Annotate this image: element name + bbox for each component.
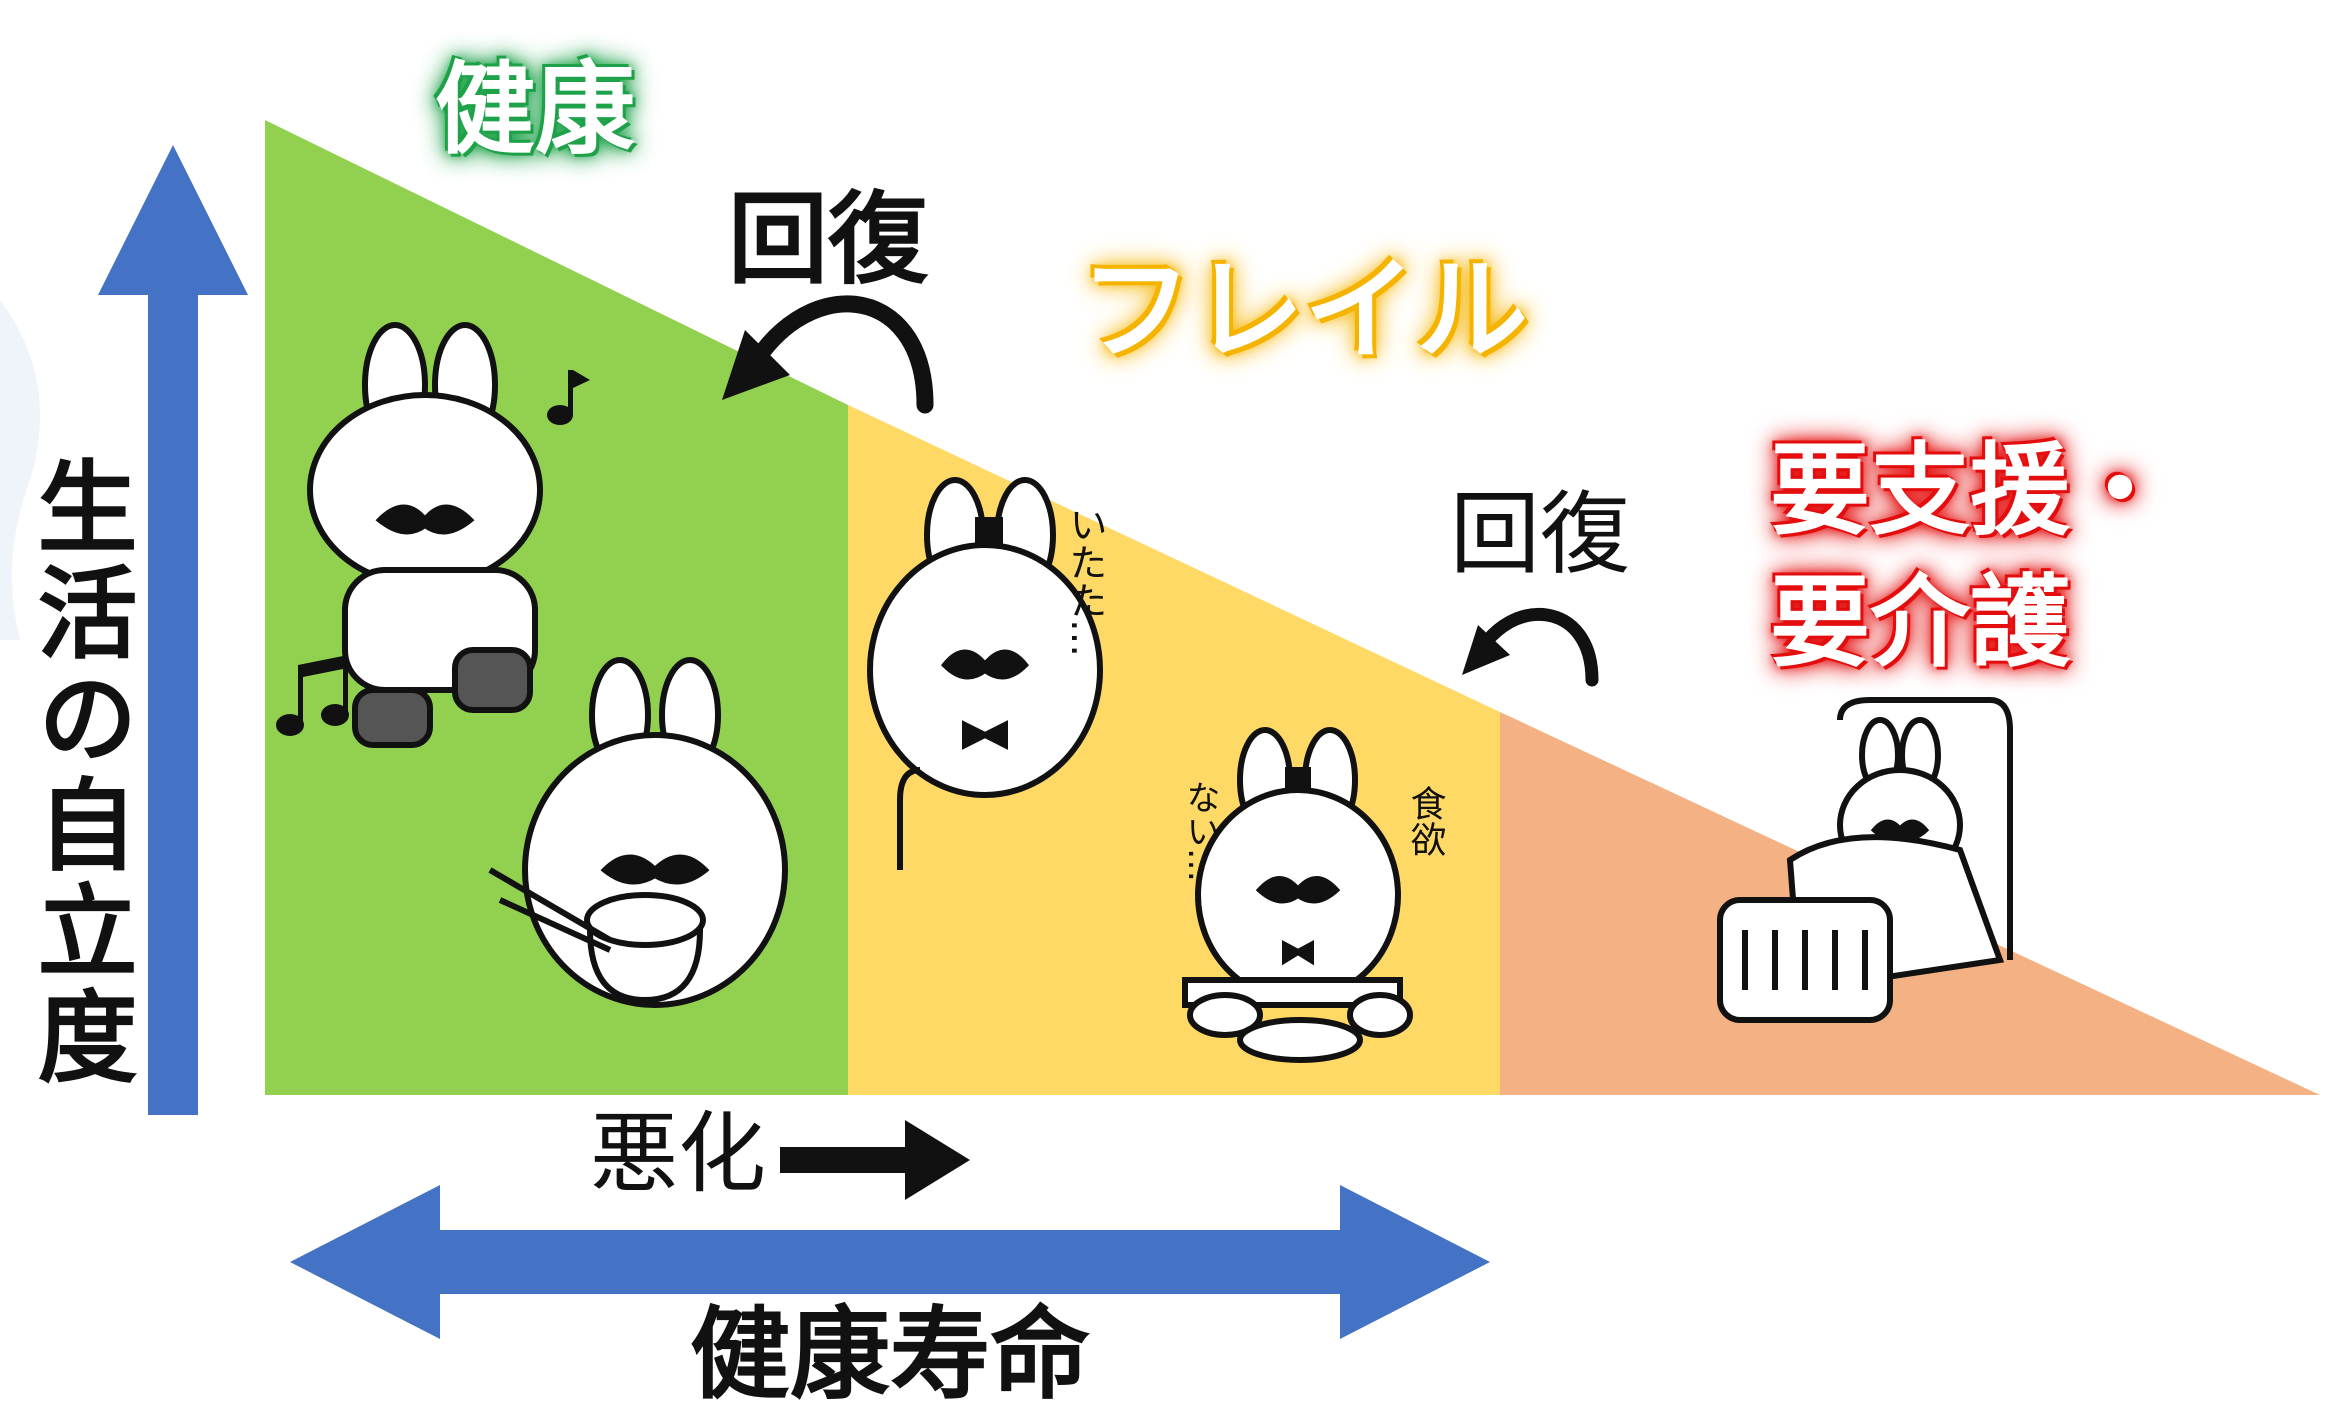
stage-label-health: 健康	[435, 51, 635, 168]
cane-rabbit-illustration	[867, 477, 1103, 870]
lifespan-double-arrow	[290, 1185, 1490, 1339]
background-swirl	[0, 300, 40, 640]
appetite-right-text: 食欲	[1405, 785, 1447, 857]
dancing-rabbit-illustration	[307, 322, 543, 748]
worsening-label: 悪化	[590, 1102, 767, 1205]
table-rabbit-illustration	[1182, 727, 1413, 1063]
eating-rabbit-illustration	[488, 657, 788, 1008]
stage-label-frailty: フレイル	[1080, 246, 1528, 376]
y-axis-arrow	[98, 145, 248, 1115]
recovery-arrow-small	[1471, 607, 1599, 687]
pain-text: いたた…	[1063, 505, 1107, 657]
music-note-icon	[276, 370, 590, 736]
y-axis-label: 生活の自立度	[20, 455, 137, 1091]
bedridden-rabbit-illustration	[1717, 697, 2013, 1023]
healthy-lifespan-label: 健康寿命	[690, 1296, 1090, 1413]
recovery-arrow-large	[736, 295, 934, 414]
worsening-arrow	[780, 1120, 970, 1200]
recovery-label-top: 回復	[728, 181, 928, 298]
recovery-arrowhead-small	[1462, 625, 1510, 675]
appetite-left-text: ない…	[1180, 780, 1220, 882]
recovery-arrowhead-large	[722, 330, 790, 400]
stage-label-care: 要支援・ 要介護	[1770, 432, 2170, 681]
recovery-label-mid: 回復	[1450, 482, 1630, 587]
